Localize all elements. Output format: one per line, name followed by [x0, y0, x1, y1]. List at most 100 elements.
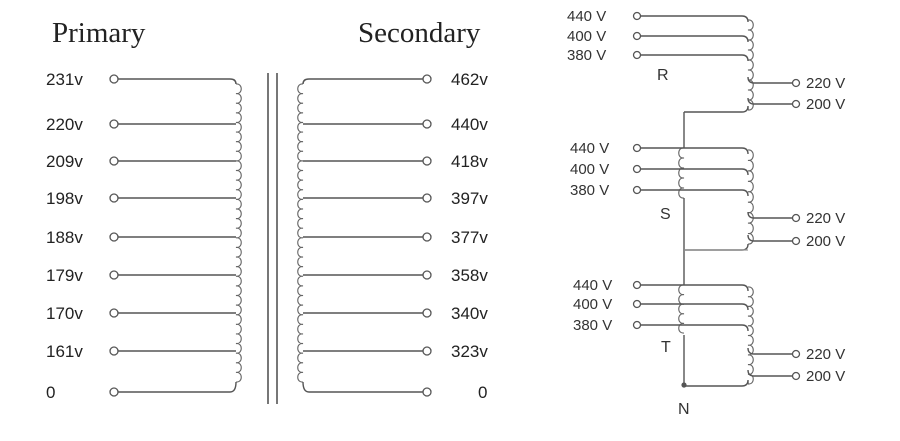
phase-input-label: 400 V [573, 296, 612, 313]
phase-input-terminal [632, 50, 642, 60]
phase-input-terminal [632, 299, 642, 309]
phase-coil [747, 19, 754, 111]
phase-input-wire [641, 54, 749, 62]
secondary-title: Secondary [358, 17, 481, 49]
primary-tap-label: 179v [46, 266, 83, 285]
phase-input-wire [641, 324, 749, 332]
primary-taps: 231v 220v 209v 198v 188v 179v 170v 161v 0 [46, 70, 237, 402]
secondary-tap: 0 [302, 381, 487, 402]
phase-output-label: 200 V [806, 368, 845, 385]
primary-tap: 161v [46, 342, 236, 361]
neutral-label: N [678, 401, 690, 418]
primary-terminal [109, 308, 119, 318]
secondary-tap-label: 418v [451, 152, 488, 171]
neutral-node [681, 382, 687, 388]
phase-input-label: 380 V [570, 182, 609, 199]
phase-output-terminal [791, 349, 801, 359]
phase-output-terminal [791, 371, 801, 381]
secondary-terminal [422, 346, 432, 356]
primary-tap-label: 0 [46, 383, 55, 402]
primary-coil [235, 83, 242, 383]
secondary-terminal [422, 119, 432, 129]
phase-input-label: 380 V [573, 317, 612, 334]
secondary-tap-label: 323v [451, 342, 488, 361]
primary-terminal [109, 270, 119, 280]
phase-input-terminal [632, 185, 642, 195]
primary-tap-label: 170v [46, 304, 83, 323]
phase-output-label: 220 V [806, 75, 845, 92]
secondary-tap-label: 377v [451, 228, 488, 247]
phase-output-terminal [791, 236, 801, 246]
primary-tap: 198v [46, 189, 236, 208]
phase-input-label: 440 V [573, 277, 612, 294]
primary-terminal [109, 232, 119, 242]
phase-input-wire [641, 303, 749, 311]
phase-coil [747, 149, 754, 245]
secondary-tap-label: 0 [478, 383, 487, 402]
phase-output-label: 200 V [806, 233, 845, 250]
primary-tap: 209v [46, 152, 236, 171]
phase-input-label: 400 V [567, 28, 606, 45]
secondary-tap-label: 340v [451, 304, 488, 323]
primary-title: Primary [52, 17, 146, 49]
primary-terminal [109, 74, 119, 84]
phase-input-label: 440 V [567, 8, 606, 25]
phase-input-wire [641, 189, 749, 197]
primary-tap-label: 188v [46, 228, 83, 247]
primary-terminal [109, 119, 119, 129]
phase-input-terminal [632, 320, 642, 330]
secondary-terminal [422, 156, 432, 166]
phase-output-terminal [791, 213, 801, 223]
secondary-terminal [422, 232, 432, 242]
phase-input-terminal [632, 164, 642, 174]
phase-link-coil [678, 284, 685, 334]
primary-tap: 220v [46, 115, 236, 134]
secondary-terminal [422, 308, 432, 318]
secondary-tap: 418v [303, 152, 488, 171]
secondary-tap-label: 462v [451, 70, 488, 89]
primary-tap: 0 [46, 381, 237, 402]
primary-terminal [109, 156, 119, 166]
phase-output-terminal [791, 99, 801, 109]
phase-return-wire [684, 379, 749, 387]
secondary-tap: 323v [302, 342, 488, 361]
phase-coil [747, 286, 754, 385]
phase-output-terminal [791, 78, 801, 88]
secondary-tap-wire [302, 78, 423, 85]
phase-output-wire [747, 347, 792, 355]
phase-input-terminal [632, 143, 642, 153]
primary-tap: 179v [46, 266, 236, 285]
primary-tap: 170v [46, 304, 236, 323]
phase-input-terminal [632, 11, 642, 21]
phase-input-wire [641, 15, 749, 23]
secondary-tap-label: 358v [451, 266, 488, 285]
secondary-tap: 358v [302, 266, 488, 285]
primary-tap: 188v [46, 228, 236, 247]
secondary-terminal [422, 193, 432, 203]
phase-output-wire [747, 97, 792, 105]
primary-tap-label: 231v [46, 70, 83, 89]
phase-input-wire [641, 35, 749, 43]
secondary-terminal [422, 74, 432, 84]
secondary-winding [297, 83, 304, 383]
phase-input-terminal [632, 31, 642, 41]
primary-tap-label: 198v [46, 189, 83, 208]
secondary-tap: 440v [303, 115, 488, 134]
secondary-coil [297, 83, 304, 383]
secondary-tap: 377v [303, 228, 488, 247]
phase-return-wire [684, 243, 749, 251]
phase-output-label: 220 V [806, 346, 845, 363]
phase-input-label: 400 V [570, 161, 609, 178]
secondary-tap: 462v [302, 70, 488, 89]
phase-output-wire [747, 234, 792, 242]
primary-terminal [109, 387, 119, 397]
primary-terminal [109, 346, 119, 356]
secondary-terminal [422, 270, 432, 280]
primary-tap: 231v [46, 70, 237, 89]
phase-output-wire [747, 369, 792, 377]
